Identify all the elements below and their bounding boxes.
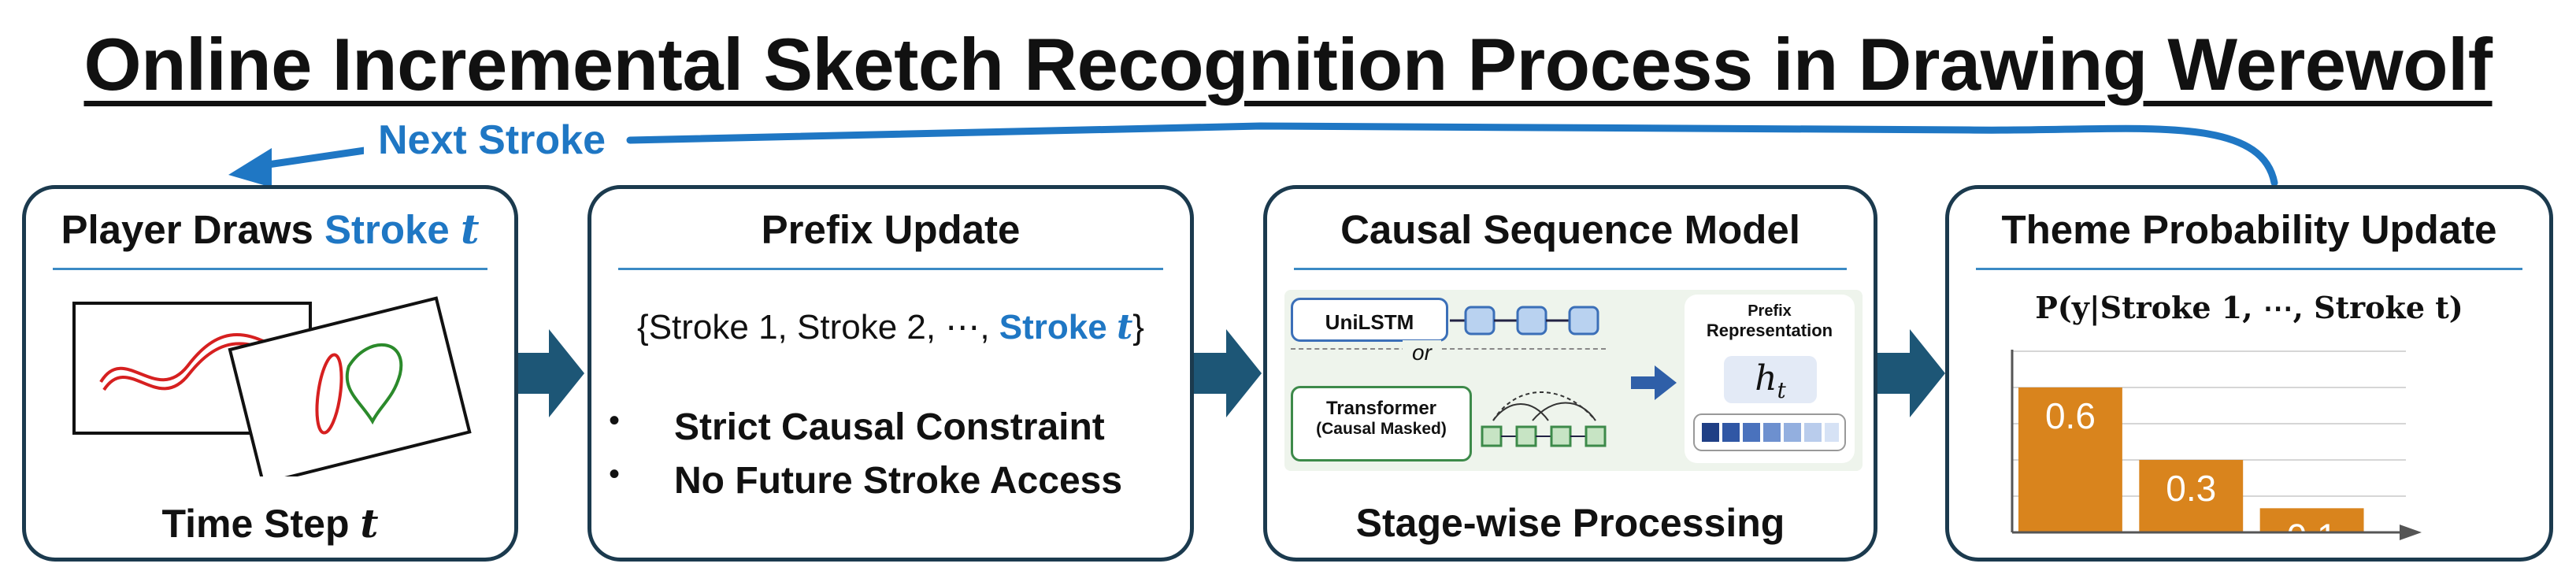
hidden-vector bbox=[1693, 413, 1846, 451]
model-diagram-area: UniLSTM or Transformer (Causal Masked) bbox=[1284, 290, 1863, 471]
transformer-sub: (Causal Masked) bbox=[1316, 420, 1447, 438]
panel-divider bbox=[53, 268, 487, 270]
or-divider bbox=[1291, 348, 1606, 350]
panel-theme-title: Theme Probability Update bbox=[2001, 207, 2497, 252]
panel-model-title: Causal Sequence Model bbox=[1340, 207, 1800, 252]
unilstm-box: UniLSTM bbox=[1291, 298, 1448, 342]
panel-divider bbox=[1976, 268, 2522, 270]
probability-bar bbox=[2259, 508, 2364, 532]
model-output-arrow-icon bbox=[1631, 365, 1677, 400]
bullet-dot: • bbox=[609, 457, 621, 491]
stage-wise-caption: Stage-wise Processing bbox=[1355, 501, 1785, 545]
flow-arrow-3 bbox=[1874, 329, 1945, 417]
bar-value-label: 0.1 bbox=[2287, 516, 2337, 551]
probability-bar bbox=[2018, 387, 2122, 532]
prefix-representation-card: Prefix Representation ht bbox=[1685, 295, 1855, 463]
diagram-title: Online Incremental Sketch Recognition Pr… bbox=[83, 23, 2493, 106]
prefix-rep-line2: Representation bbox=[1706, 321, 1833, 340]
time-step-caption: Time Step t bbox=[161, 500, 379, 547]
x-axis-arrowhead bbox=[2400, 525, 2422, 540]
prefix-rep-line1: Prefix bbox=[1748, 302, 1792, 320]
or-label: or bbox=[1403, 340, 1441, 365]
probability-formula: P(y|Stroke 1, ⋯, Stroke t) bbox=[2035, 290, 2463, 325]
transformer-box: Transformer (Causal Masked) bbox=[1291, 386, 1472, 462]
prefix-set: {Stroke 1, Stroke 2, ⋯, Stroke t} bbox=[637, 307, 1144, 347]
hidden-state-symbol: ht bbox=[1724, 356, 1817, 403]
panel-theme-probability: Theme Probability Update P(y|Stroke 1, ⋯… bbox=[1945, 185, 2553, 562]
panel-causal-model: Causal Sequence Model UniLSTM or Transfo… bbox=[1263, 185, 1877, 562]
sketch-papers-illustration bbox=[72, 296, 472, 476]
transformer-chain bbox=[1481, 391, 1607, 447]
bullet-causal-constraint: Strict Causal Constraint bbox=[674, 406, 1105, 448]
next-stroke-label: Next Stroke bbox=[364, 117, 620, 164]
panel-player-draws: Player Draws Stroke t Time Step t bbox=[22, 185, 518, 562]
panel-prefix-title: Prefix Update bbox=[761, 207, 1021, 252]
probability-bar bbox=[2139, 460, 2244, 532]
lstm-chain bbox=[1450, 306, 1599, 335]
flow-arrow-1 bbox=[513, 329, 584, 417]
panel-prefix-update: Prefix Update {Stroke 1, Stroke 2, ⋯, St… bbox=[587, 185, 1194, 562]
bar-value-label: 0.3 bbox=[2166, 468, 2216, 509]
flow-arrow-2 bbox=[1191, 329, 1262, 417]
panel-divider bbox=[1294, 268, 1847, 270]
panel-divider bbox=[618, 268, 1163, 270]
bar-value-label: 0.6 bbox=[2045, 395, 2096, 436]
bullet-no-future-access: No Future Stroke Access bbox=[674, 460, 1123, 502]
panel-draw-title: Player Draws Stroke t bbox=[61, 206, 480, 254]
bullet-dot: • bbox=[609, 403, 621, 438]
theme-probability-chart: 0.6 0.3 0.1 bbox=[2011, 350, 2422, 551]
transformer-label: Transformer bbox=[1325, 398, 1437, 419]
